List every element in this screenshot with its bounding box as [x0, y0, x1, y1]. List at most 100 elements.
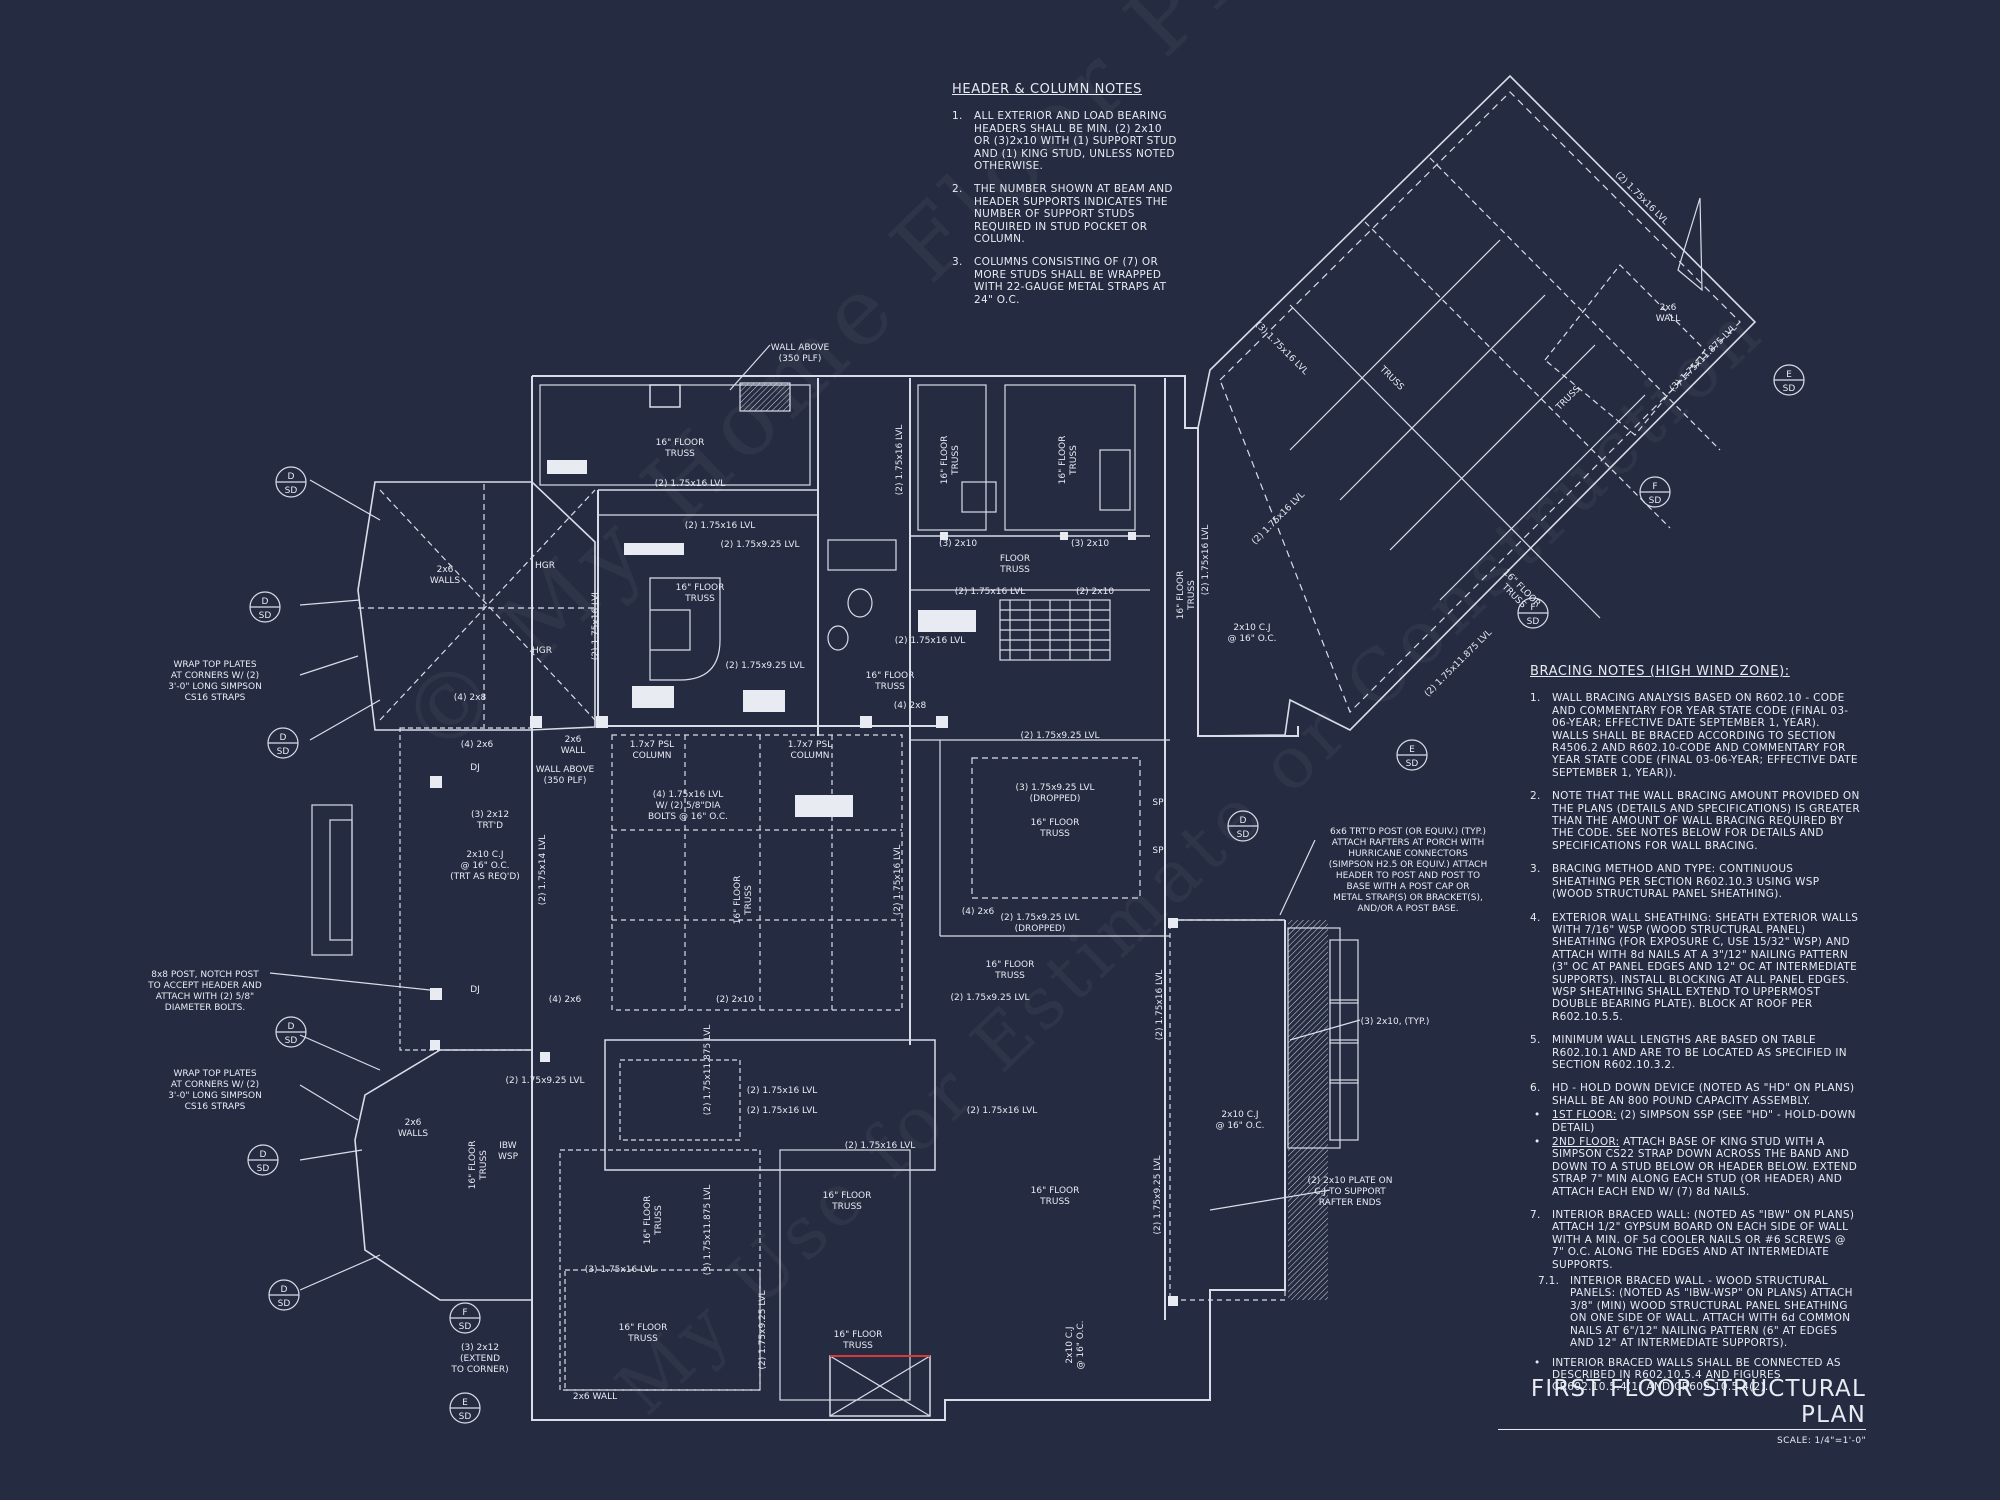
svg-text:SD: SD	[285, 486, 298, 496]
svg-text:D: D	[260, 1150, 267, 1160]
plan-label-lvl-3-175x925-dropped: (3) 1.75x9.25 LVL(DROPPED)	[1015, 783, 1094, 804]
plan-label-lvl-2-175x16: (2) 1.75x16 LVL	[967, 1106, 1037, 1116]
left-porch	[399, 727, 533, 1051]
svg-text:SD: SD	[259, 611, 272, 621]
plan-label-wall-above-350: WALL ABOVE(350 PLF)	[771, 343, 830, 364]
bracing-note-1: 1.WALL BRACING ANALYSIS BASED ON R602.10…	[1530, 692, 1858, 779]
svg-text:SD: SD	[1237, 830, 1250, 840]
plan-label-lvl-2-175x14: (2) 1.75x14 LVL	[538, 835, 548, 905]
plan-label-truss: TRUSS	[1554, 384, 1583, 413]
bracing-note-7-1: 7.1.INTERIOR BRACED WALL - WOOD STRUCTUR…	[1538, 1275, 1853, 1350]
plan-label-x3-2x10: (3) 2x10	[1071, 539, 1109, 549]
plan-label-lvl-2-175x16: (2) 1.75x16 LVL	[685, 521, 755, 531]
bracing-notes: BRACING NOTES (HIGH WIND ZONE): 1.WALL B…	[1530, 665, 1860, 1396]
plan-label-dj: DJ	[470, 985, 480, 995]
plan-label-lvl-2-175x16-diag: (2) 1.75x16 LVL	[1613, 170, 1670, 227]
svg-text:SD: SD	[459, 1322, 472, 1332]
plan-label-x4-2x8: (4) 2x8	[454, 693, 487, 703]
plan-label-post-6x6: 6x6 TRT'D POST (OR EQUIV.) (TYP.)ATTACH …	[1329, 827, 1488, 914]
plan-label-x3-2x10: (3) 2x10	[939, 539, 977, 549]
svg-text:SD: SD	[1783, 384, 1796, 394]
svg-text:SD: SD	[459, 1412, 472, 1422]
plan-label-lvl-2-175x925: (2) 1.75x9.25 LVL	[720, 540, 799, 550]
plan-label-floor-truss-16: 16" FLOORTRUSS	[468, 1141, 489, 1190]
plan-label-cj-2x10-16-trt: 2x10 C.J@ 16" O.C.(TRT AS REQ'D)	[450, 850, 520, 882]
plan-label-lvl-2-175x925: (2) 1.75x9.25 LVL	[1153, 1155, 1163, 1234]
drawing-scale: SCALE: 1/4"=1'-0"	[1776, 1436, 1866, 1446]
svg-text:F: F	[1652, 482, 1657, 492]
svg-text:D: D	[262, 597, 269, 607]
svg-text:E: E	[1786, 370, 1792, 380]
plan-label-wall-2x6: 2x6 WALL	[573, 1392, 617, 1402]
title-block: FIRST FLOOR STRUCTURAL PLAN SCALE: 1/4"=…	[1498, 1376, 1866, 1446]
plan-label-floor-truss-16: 16" FLOORTRUSS	[1176, 571, 1197, 620]
svg-text:D: D	[280, 733, 287, 743]
bracing-note-2: 2.NOTE THAT THE WALL BRACING AMOUNT PROV…	[1530, 790, 1860, 852]
svg-text:F: F	[1530, 603, 1535, 613]
plan-label-lvl-2-175x925: (2) 1.75x9.25 LVL	[1020, 731, 1099, 741]
svg-text:SD: SD	[278, 1299, 291, 1309]
header-note-1: 1.ALL EXTERIOR AND LOAD BEARING HEADERS …	[952, 110, 1177, 173]
plan-label-lvl-3-175x16-diag: (3) 1.75x16 LVL	[1253, 320, 1310, 377]
svg-text:D: D	[288, 1022, 295, 1032]
plan-label-sp: SP	[1152, 798, 1164, 808]
plan-label-x4-2x6: (4) 2x6	[461, 740, 494, 750]
plan-label-dj: DJ	[470, 763, 480, 773]
plan-label-x4-2x6: (4) 2x6	[962, 907, 995, 917]
plan-label-lvl-2-175x11875: (2) 1.75x11.875 LVL	[703, 1025, 713, 1116]
staircase	[999, 599, 1111, 661]
plan-label-hgr: HGR	[535, 561, 555, 571]
central-hall	[611, 734, 903, 1011]
plan-label-lvl-2-175x16: (2) 1.75x16 LVL	[1155, 970, 1165, 1040]
angled-garage-wing	[1197, 74, 1757, 737]
plan-label-lvl-2-175x16: (2) 1.75x16 LVL	[1201, 525, 1211, 595]
plan-label-lvl-2-175x16: (2) 1.75x16 LVL	[655, 479, 725, 489]
plan-label-hgr: HGR	[532, 646, 552, 656]
plan-label-lvl-2-175x925: (2) 1.75x9.25 LVL	[725, 661, 804, 671]
plan-label-lvl-2-175x16: (2) 1.75x16 LVL	[747, 1086, 817, 1096]
plan-label-floor-truss-16: 16" FLOORTRUSS	[733, 876, 754, 925]
header-note-2: 2.THE NUMBER SHOWN AT BEAM AND HEADER SU…	[952, 183, 1173, 246]
plan-label-lvl-3-175x16: (3) 1.75x16 LVL	[585, 1265, 655, 1275]
svg-text:D: D	[1240, 816, 1247, 826]
header-notes-title: HEADER & COLUMN NOTES	[952, 82, 1142, 97]
svg-text:F: F	[462, 1308, 467, 1318]
plan-label-cj-2x10-16: 2x10 C.J@ 16" O.C.	[1065, 1320, 1086, 1369]
right-porch	[1169, 919, 1286, 1301]
plan-label-lvl-2-175x16: (2) 1.75x16 LVL	[591, 590, 601, 660]
svg-text:E: E	[462, 1398, 468, 1408]
plan-label-lvl-2-175x16: (2) 1.75x16 LVL	[895, 425, 905, 495]
plan-label-floor-truss-16: 16" FLOORTRUSS	[940, 436, 961, 485]
plan-label-lvl-2-175x16: (2) 1.75x16 LVL	[955, 587, 1025, 597]
bracing-note-7: 7.INTERIOR BRACED WALL: (NOTED AS "IBW" …	[1530, 1209, 1855, 1271]
svg-text:E: E	[1409, 745, 1415, 755]
svg-text:D: D	[288, 472, 295, 482]
plan-label-cj-2x10-16: 2x10 C.J@ 16" O.C.	[1215, 1110, 1264, 1131]
bracing-note-6b: •2ND FLOOR: ATTACH BASE OF KING STUD WIT…	[1534, 1136, 1858, 1198]
drawing-title: FIRST FLOOR STRUCTURAL PLAN	[1498, 1376, 1866, 1430]
plan-label-lvl-2-175x925: (2) 1.75x9.25 LVL	[758, 1290, 768, 1369]
plan-label-lvl-2-175x16: (2) 1.75x16 LVL	[893, 845, 903, 915]
plan-label-x2-2x10: (2) 2x10	[1076, 587, 1114, 597]
plan-label-sp: SP	[1152, 846, 1164, 856]
svg-text:D: D	[281, 1285, 288, 1295]
